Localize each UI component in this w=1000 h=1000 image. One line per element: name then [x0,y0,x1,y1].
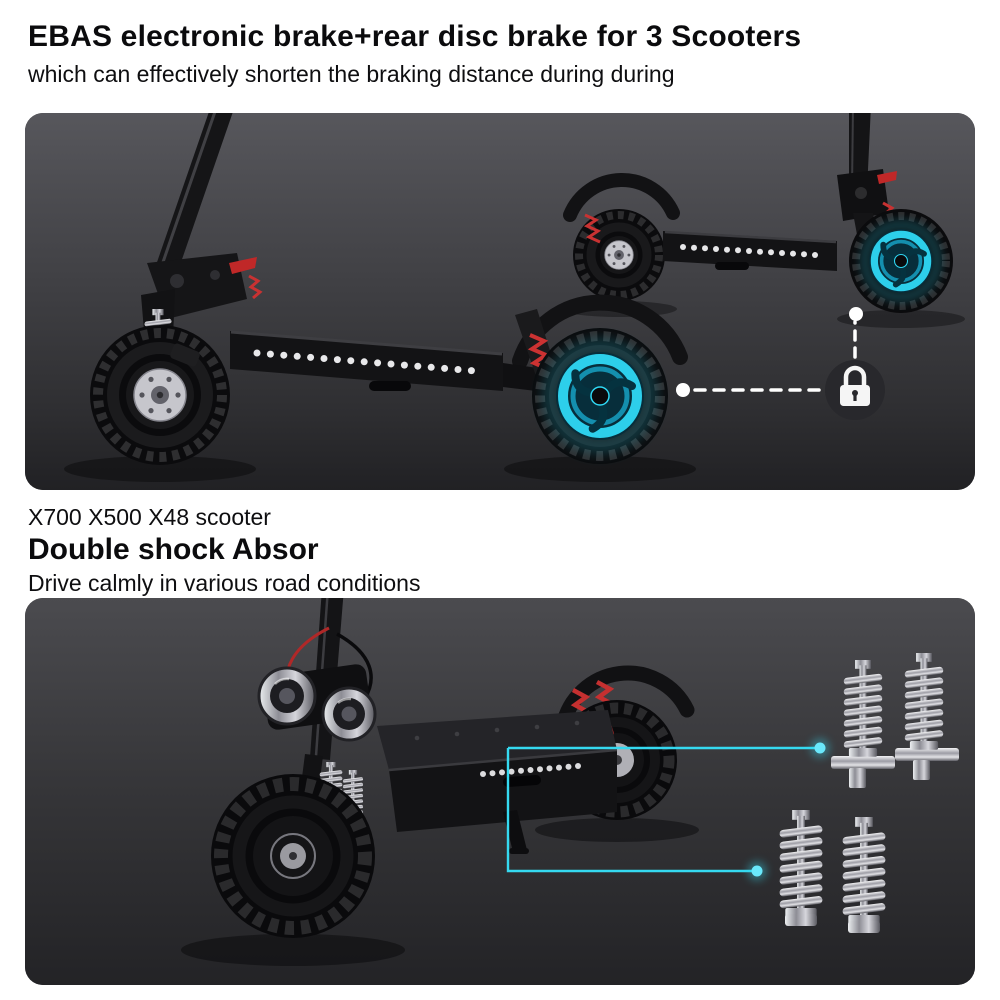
glowing-brake-disc-rear [550,346,650,446]
callout-dot [676,383,690,397]
shock-demo-panel [25,598,975,985]
scooter-side-view-large [64,113,696,482]
glowing-brake-disc-front [865,225,937,297]
scooter-side-view-small [561,113,965,328]
brake-callout [676,307,885,420]
lock-icon [825,360,885,420]
deck-light-dots [253,349,475,375]
shock-title: Double shock Absor [28,533,319,566]
shock-demo-illustration [25,598,975,985]
deck-light-dots [480,763,581,777]
page-subtitle: which can effectively shorten the brakin… [28,61,675,87]
brake-demo-illustration [25,113,975,490]
shock-section-header: X700 X500 X48 scooter Double shock Absor… [28,504,972,597]
page-title: EBAS electronic brake+rear disc brake fo… [28,20,802,53]
model-list: X700 X500 X48 scooter [28,504,271,530]
callout-dot [849,307,863,321]
shock-spring-pair-mounted [831,653,959,788]
deck-light-dots [680,244,818,258]
cyan-connector [506,746,818,873]
headlight-icon [321,686,377,742]
brake-demo-panel [25,113,975,490]
shock-spring-pair-standing [779,810,886,933]
callout-dots [747,738,830,881]
shock-subtitle: Drive calmly in various road conditions [28,570,421,596]
headlight-icon [257,666,317,726]
header-section: EBAS electronic brake+rear disc brake fo… [28,20,972,88]
